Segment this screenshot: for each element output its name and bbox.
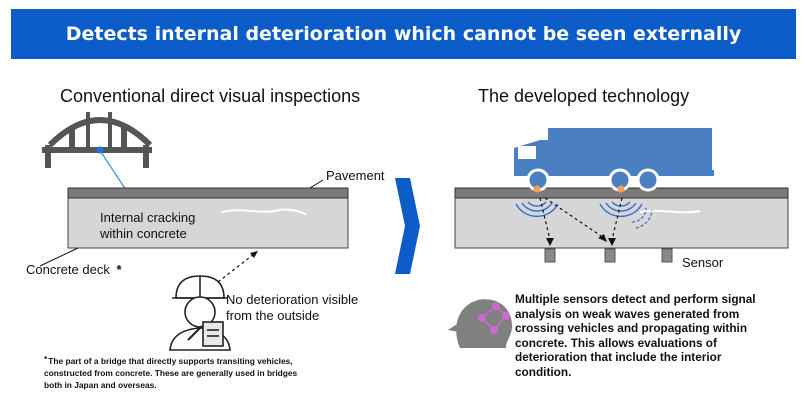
footnote-line-3: both in Japan and overseas.: [44, 380, 157, 390]
inspector-icon: [169, 275, 231, 351]
pavement-label: Pavement: [326, 168, 385, 183]
deck-label-text: Concrete deck: [26, 262, 110, 277]
location-dot-icon: [96, 146, 104, 154]
banner-title: Detects internal deterioration which can…: [11, 9, 796, 59]
wave-icon: [515, 201, 643, 218]
right-heading: The developed technology: [478, 86, 690, 106]
no-deterioration-label-2: from the outside: [226, 308, 320, 323]
internal-crack-right: [639, 209, 701, 214]
cracking-label-2: within concrete: [100, 226, 187, 241]
desc-line: concrete. This allows evaluations of: [515, 335, 717, 350]
sensor-icon: [544, 248, 673, 263]
desc-line: crossing vehicles and propagating within: [515, 321, 748, 335]
desc-line: analysis on weak waves generated from: [515, 306, 740, 321]
internal-crack: [221, 208, 307, 215]
concrete-deck-label: Concrete deck *: [26, 262, 122, 278]
truck-icon: [514, 128, 714, 176]
ai-analysis-icon: [448, 299, 512, 348]
left-heading: Conventional direct visual inspections: [60, 86, 361, 106]
transition-arrow-icon: [395, 178, 420, 274]
footnote: *The part of a bridge that directly supp…: [44, 354, 374, 391]
deck-asterisk: *: [116, 262, 122, 277]
footnote-line-1: *The part of a bridge that directly supp…: [44, 354, 293, 366]
sensor-label: Sensor: [682, 255, 724, 270]
footnote-line-2: constructed from concrete. These are gen…: [44, 368, 298, 378]
desc-line: Multiple sensors detect and perform sign…: [515, 292, 756, 306]
truck-wheels: [526, 168, 660, 192]
technology-description: Multiple sensors detect and perform sign…: [515, 292, 795, 379]
desc-line: condition.: [515, 364, 572, 379]
desc-line: deterioration that include the interior: [515, 350, 722, 364]
bridge-icon: [42, 117, 153, 168]
cracking-label-1: Internal cracking: [100, 210, 196, 225]
no-deterioration-label-1: No deterioration visible: [226, 292, 359, 307]
concrete-deck: [67, 197, 349, 249]
pavement-layer: [67, 187, 349, 199]
